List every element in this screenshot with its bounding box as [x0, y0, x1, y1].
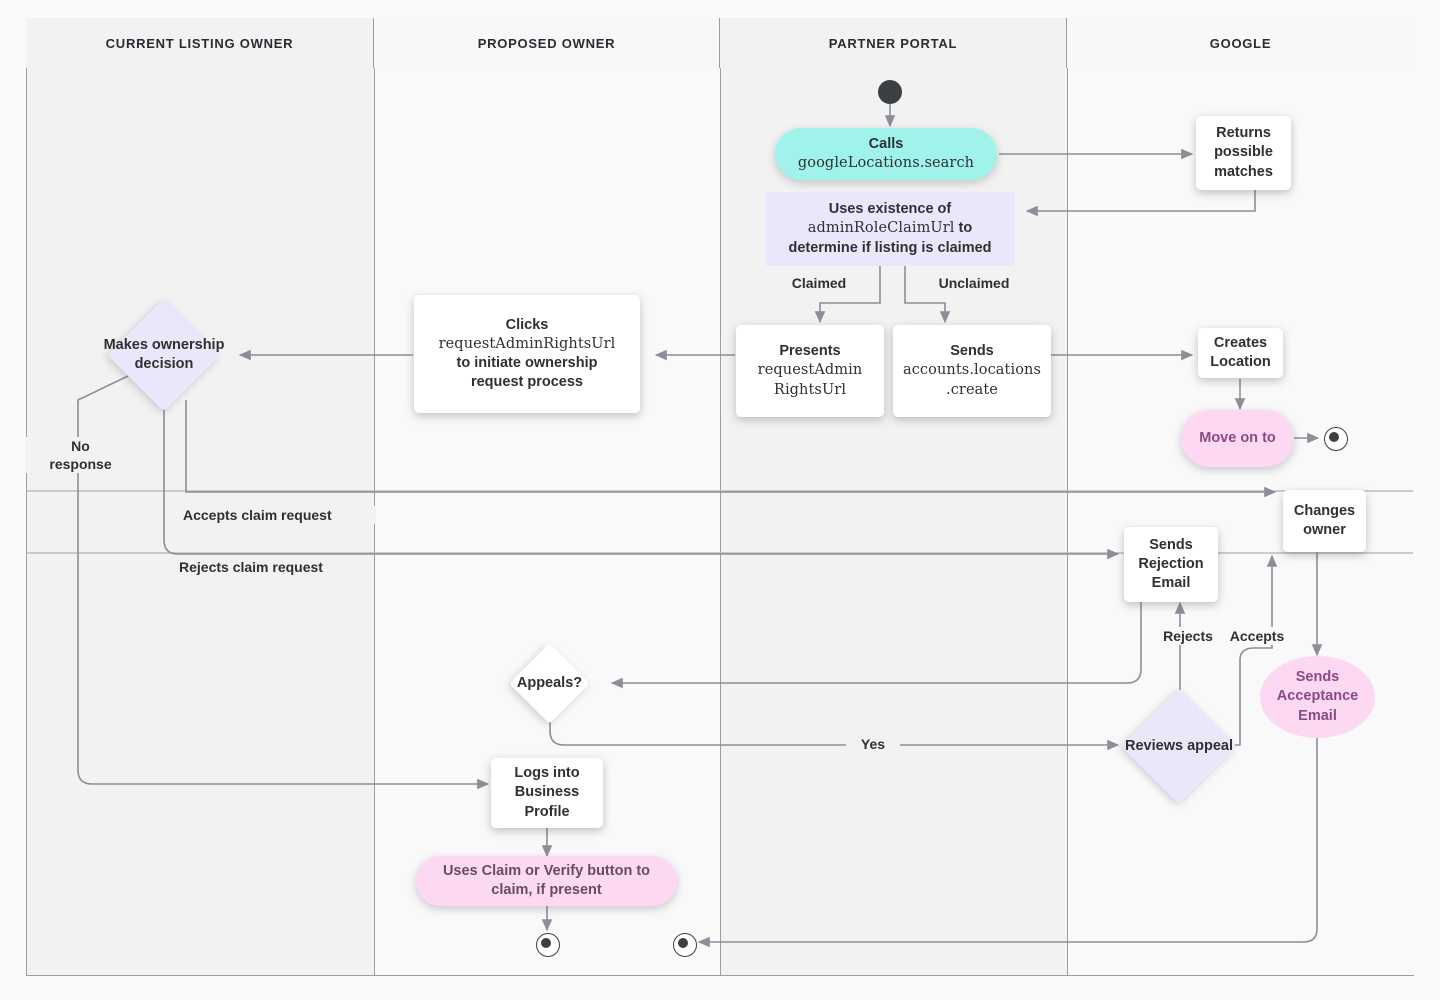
node-label: Creates Location — [1210, 334, 1271, 370]
node-line-2: accounts.locations — [902, 362, 1042, 379]
node-creates-location[interactable]: Creates Location — [1198, 328, 1283, 378]
node-label: Changes owner — [1293, 502, 1356, 538]
node-reviews-appeal[interactable]: Reviews appeal — [1121, 688, 1237, 804]
node-line-1: Clicks — [505, 316, 549, 333]
start-terminal-partner-portal — [878, 80, 902, 104]
edge-label-yes: Yes — [846, 735, 900, 754]
node-label: Appeals? — [516, 675, 583, 692]
edge-label-unclaimed: Unclaimed — [919, 274, 1029, 293]
node-line-3: RightsUrl — [773, 381, 847, 398]
lane-body-current-listing-owner — [27, 19, 374, 975]
node-label: Sends Rejection Email — [1138, 536, 1204, 592]
edge-label-rejects: Rejects — [1152, 627, 1224, 646]
node-clicks-request-admin-rights-url[interactable]: Clicks requestAdminRightsUrl to initiate… — [414, 295, 640, 413]
node-line-2: googleLocations.search — [797, 155, 975, 171]
node-returns-possible-matches[interactable]: Returns possible matches — [1196, 116, 1291, 190]
node-line-3: determine if listing is claimed — [788, 239, 992, 256]
end-terminal-partner-portal — [673, 933, 697, 957]
node-uses-existence-admin-role-claim-url[interactable]: Uses existence of adminRoleClaimUrl to d… — [765, 192, 1015, 266]
edge-label-claimed: Claimed — [770, 274, 868, 293]
node-label: Logs into Business Profile — [514, 765, 580, 820]
node-sends-accounts-locations-create[interactable]: Sends accounts.locations .create — [893, 325, 1051, 417]
node-line-3: to initiate ownership — [456, 355, 598, 371]
node-move-on-to[interactable]: Move on to — [1181, 410, 1294, 467]
node-changes-owner[interactable]: Changes owner — [1283, 490, 1366, 552]
node-calls-google-locations-search[interactable]: Calls googleLocations.search — [775, 128, 997, 180]
edge-label-accepts: Accepts — [1219, 627, 1295, 646]
node-label: Sends Acceptance Email — [1276, 669, 1359, 724]
node-presents-request-admin-rights-url[interactable]: Presents requestAdmin RightsUrl — [736, 325, 884, 417]
node-sends-acceptance-email[interactable]: Sends Acceptance Email — [1260, 656, 1375, 738]
node-logs-into-business-profile[interactable]: Logs into Business Profile — [491, 758, 603, 828]
node-appeals-decision[interactable]: Appeals? — [509, 643, 590, 724]
node-makes-ownership-decision[interactable]: Makes ownership decision — [104, 298, 224, 412]
node-label: Move on to — [1199, 429, 1276, 446]
node-line-2: requestAdminRightsUrl — [438, 335, 616, 352]
node-line-3: .create — [945, 381, 998, 398]
node-label: Uses Claim or Verify button to claim, if… — [442, 862, 651, 898]
node-line-2: requestAdmin — [757, 362, 863, 379]
node-line-1: Presents — [779, 343, 841, 360]
node-sends-rejection-email[interactable]: Sends Rejection Email — [1124, 527, 1218, 602]
edge-label-no-response: No response — [25, 437, 136, 474]
node-uses-claim-or-verify-button[interactable]: Uses Claim or Verify button to claim, if… — [416, 856, 677, 906]
node-line-4: request process — [470, 374, 583, 391]
edge-label-accepts-claim-request: Accepts claim request — [180, 506, 376, 525]
node-label: Reviews appeal — [1125, 737, 1233, 754]
end-terminal-google — [1324, 427, 1348, 451]
node-line-2: adminRoleClaimUrl — [807, 220, 955, 237]
node-line-1: Calls — [868, 135, 904, 152]
node-line-2-suffix: to — [954, 220, 973, 237]
edge-label-rejects-claim-request: Rejects claim request — [176, 558, 372, 577]
end-terminal-proposed-owner — [536, 933, 560, 957]
node-label: Makes ownership decision — [103, 337, 225, 372]
node-label: Returns possible matches — [1214, 125, 1273, 180]
node-line-1: Uses existence of — [828, 201, 952, 218]
node-line-1: Sends — [950, 343, 994, 360]
